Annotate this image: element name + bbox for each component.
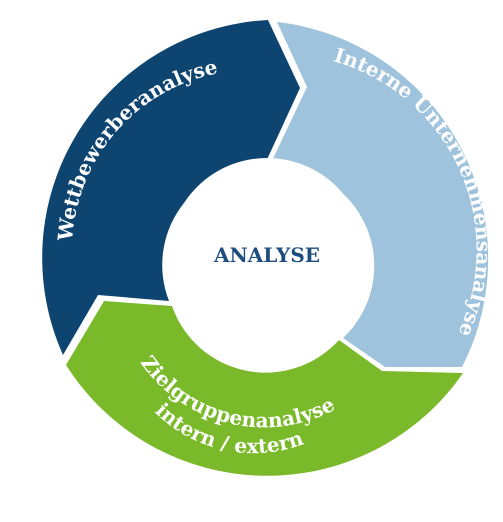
segment-interne-unternehmensanalyse bbox=[269, 22, 489, 367]
segment-wettbewerberanalyse bbox=[42, 20, 300, 355]
center-circle bbox=[168, 158, 366, 356]
segment-zielgruppenanalyse bbox=[66, 301, 463, 476]
center-label: ANALYSE bbox=[213, 243, 320, 267]
